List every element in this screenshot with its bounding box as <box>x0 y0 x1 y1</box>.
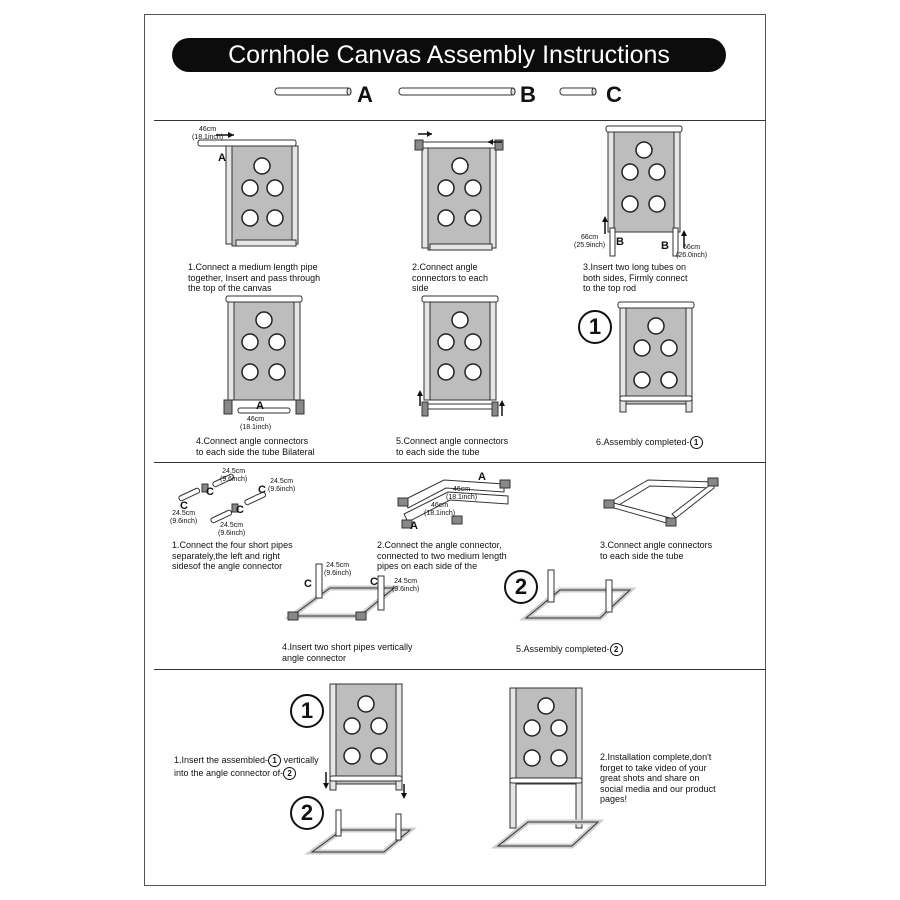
s2-step2-frame-illustration <box>397 479 511 529</box>
section1-step6-caption: 6.Assembly completed-1 <box>596 436 703 449</box>
final-step2-installed-board <box>490 687 605 849</box>
section2-step5-caption: 5.Assembly completed-2 <box>516 643 623 656</box>
s2-step4-letter-left: C <box>304 578 312 590</box>
section1-step3-caption: 3.Insert two long tubes on both sides, F… <box>583 262 688 293</box>
s2-step2-letter-top: A <box>478 471 486 483</box>
step1-canvas-illustration <box>197 132 299 247</box>
s2-step4-letter-right: C <box>370 576 378 588</box>
final-step1-base-frame <box>304 809 417 855</box>
section1-step1-caption: 1.Connect a medium length pipe together,… <box>188 262 321 293</box>
final-step1-canvas <box>323 683 407 799</box>
section1-step2-caption: 2.Connect angle connectors to each side <box>412 262 489 293</box>
part-c-pipe-illustration <box>559 87 597 96</box>
s2-step1-letter-c: C <box>180 500 188 512</box>
s2-step4-frame-illustration <box>284 563 401 621</box>
s2-step1-dim-left: 24.5cm (9.6inch) <box>170 510 198 525</box>
page-title: Cornhole Canvas Assembly Instructions <box>172 38 726 72</box>
step4-canvas-illustration <box>223 295 305 415</box>
assembly-marker-1: 1 <box>578 310 612 344</box>
section1-step4-caption: 4.Connect angle connectors to each side … <box>196 436 315 457</box>
inline-circle-1: 1 <box>689 436 703 449</box>
s2-step1-letter-d: C <box>236 504 244 516</box>
part-b-label: B <box>520 82 536 107</box>
step1-part-letter: A <box>218 152 226 164</box>
part-a-label: A <box>357 82 373 107</box>
step4-part-letter: A <box>256 400 264 412</box>
section3-step2-caption: 2.Installation complete,don't forget to … <box>600 752 716 804</box>
step3-canvas-illustration <box>602 125 687 257</box>
step3-right-letter: B <box>661 240 669 252</box>
section2-step3-caption: 3.Connect angle connectors to each side … <box>600 540 713 561</box>
section2-step4-caption: 4.Insert two short pipes vertically angl… <box>282 642 413 663</box>
part-a-pipe-illustration <box>274 87 352 96</box>
step3-left-dimension: 66cm (25.9inch) <box>574 234 606 249</box>
step6-completed-canvas <box>617 301 695 413</box>
s2-step2-dim-top: 46cm (18.1inch) <box>446 486 478 501</box>
s2-step1-letter-a: C <box>206 486 214 498</box>
inline-circle-2: 2 <box>283 767 297 780</box>
step3-right-dimension: 66cm (26.0inch) <box>676 244 708 259</box>
s2-step1-letter-b: C <box>258 484 266 496</box>
section-divider <box>154 462 766 463</box>
part-c-label: C <box>606 82 622 107</box>
step2-canvas-illustration <box>414 131 504 251</box>
section3-step1-caption: 1.Insert the assembled-1 vertically into… <box>174 754 319 780</box>
assembly-marker-2: 2 <box>504 570 538 604</box>
inline-circle-2: 2 <box>609 643 623 656</box>
section2-step2-caption: 2.Connect the angle connector, connected… <box>377 540 507 571</box>
s2-step1-dim-right: 24.5cm (9.6inch) <box>268 478 296 493</box>
s2-step1-dim-top: 24.5cm (9.6inch) <box>220 468 248 483</box>
s2-step1-dim-bottom: 24.5cm (9.6inch) <box>218 522 246 537</box>
s2-step3-frame-illustration <box>603 477 719 527</box>
section1-step5-caption: 5.Connect angle connectors to each side … <box>396 436 509 457</box>
step3-left-letter: B <box>616 236 624 248</box>
step1-dimension-label: 46cm (18.1inch) <box>192 126 224 141</box>
section2-step1-caption: 1.Connect the four short pipes separatel… <box>172 540 293 571</box>
s2-step1-pipes-illustration <box>178 473 267 524</box>
part-b-pipe-illustration <box>398 87 516 96</box>
final-marker-2: 2 <box>290 796 324 830</box>
step5-canvas-illustration <box>417 295 505 417</box>
s2-step4-dim-left: 24.5cm (9.6inch) <box>324 562 352 577</box>
s2-step5-completed-frame <box>519 569 637 621</box>
step4-dimension-label: 46cm (18.1inch) <box>240 416 272 431</box>
s2-step2-dim-bottom: 46cm (18.1inch) <box>424 502 456 517</box>
s2-step4-dim-right: 24.5cm (9.6inch) <box>392 578 420 593</box>
s2-step2-letter-bottom: A <box>410 520 418 532</box>
final-marker-1: 1 <box>290 694 324 728</box>
section-divider <box>154 669 766 670</box>
section-divider <box>154 120 766 121</box>
inline-circle-1: 1 <box>268 754 282 767</box>
